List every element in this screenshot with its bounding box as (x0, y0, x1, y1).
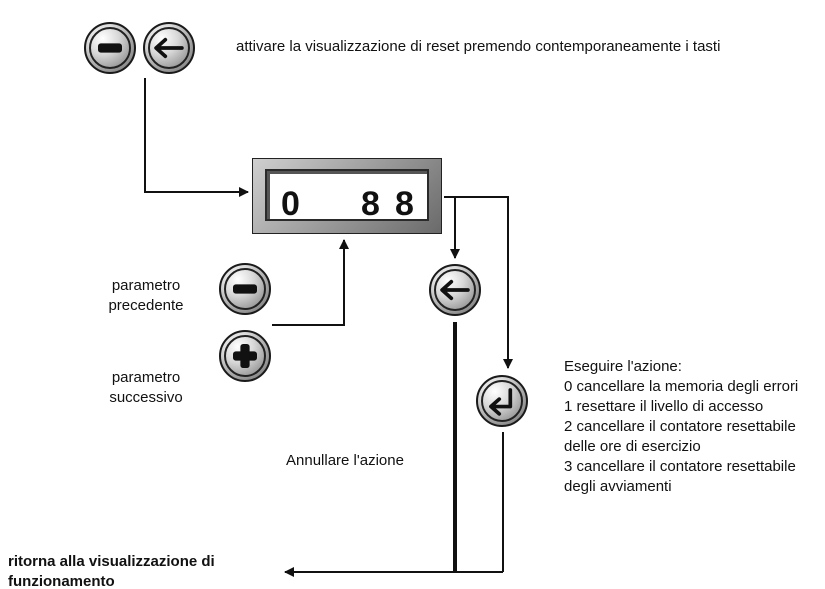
display-screen: 0 8 8 (265, 169, 429, 221)
instruction-text: attivare la visualizzazione di reset pre… (236, 38, 721, 55)
cancel-action-label: Annullare l'azione (286, 452, 404, 469)
return-line1: ritorna alla visualizzazione di (8, 553, 215, 570)
left-arrow-icon (154, 37, 184, 59)
lcd-display: 0 8 8 (252, 158, 442, 234)
display-digit-2: 8 (361, 185, 380, 223)
next-param-line1: parametro (111, 369, 181, 386)
prev-param-label: parametro precedente (86, 276, 206, 316)
action-line: delle ore di esercizio (564, 438, 701, 455)
action-line: 2 cancellare il contatore resettabile (564, 418, 796, 435)
return-line2: funzionamento (8, 573, 115, 589)
next-param-label: parametro successivo (86, 368, 206, 408)
enter-icon (489, 388, 513, 416)
actions-heading: Eseguire l'azione: (564, 358, 682, 375)
prev-param-line1: parametro (111, 277, 181, 294)
left-arrow-icon (440, 279, 470, 301)
arrow-display-to-back (444, 196, 460, 259)
minus-icon (233, 284, 257, 294)
arrow-display-to-enter (444, 196, 513, 369)
action-line: 1 resettare il livello di accesso (564, 398, 764, 415)
actions-block: Eseguire l'azione: 0 cancellare la memor… (564, 357, 822, 497)
plus-button[interactable] (219, 330, 271, 382)
minus-button[interactable] (219, 263, 271, 315)
plus-icon (233, 344, 257, 368)
arrow-params-to-display (272, 239, 349, 326)
enter-button[interactable] (476, 375, 528, 427)
action-line: 3 cancellare il contatore resettabile (564, 458, 796, 475)
action-line: degli avviamenti (564, 478, 672, 495)
display-digit-1: 0 (281, 185, 300, 223)
prev-param-line2: precedente (108, 297, 184, 314)
action-line: 0 cancellare la memoria degli errori (564, 378, 799, 395)
top-back-button[interactable] (143, 22, 195, 74)
display-digit-3: 8 (395, 185, 414, 223)
arrow-to-display (144, 78, 249, 197)
return-label: ritorna alla visualizzazione di funziona… (8, 552, 215, 589)
next-param-line2: successivo (109, 389, 183, 406)
back-button[interactable] (429, 264, 481, 316)
minus-icon (98, 43, 122, 53)
top-minus-button[interactable] (84, 22, 136, 74)
